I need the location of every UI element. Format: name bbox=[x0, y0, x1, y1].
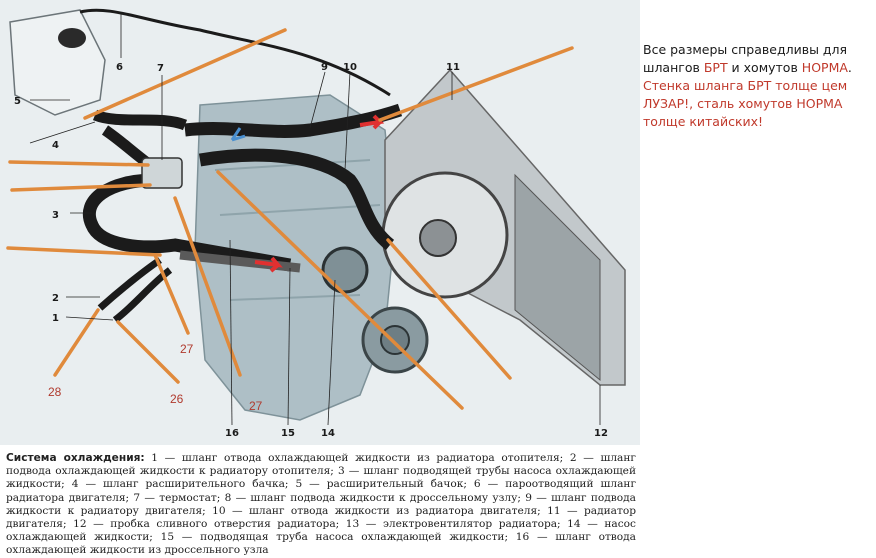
callout-3: 3 bbox=[52, 210, 59, 221]
orange-line-a bbox=[83, 28, 287, 120]
callout-15: 15 bbox=[281, 428, 295, 439]
note-end1: . bbox=[847, 60, 852, 75]
leader-14 bbox=[327, 279, 336, 426]
annotation-27-right: 27 bbox=[249, 399, 263, 413]
note-brand-norma: НОРМА bbox=[801, 60, 848, 75]
orange-line-k bbox=[386, 238, 512, 380]
radiator-core bbox=[514, 173, 601, 382]
flow-arrow-throttle bbox=[230, 127, 246, 142]
leader-9 bbox=[309, 71, 326, 129]
figure-caption: Система охлаждения: 1 — шланг отвода охл… bbox=[6, 452, 636, 558]
orange-line-h bbox=[53, 308, 100, 377]
flow-arrow-9 bbox=[359, 114, 385, 130]
leader-1 bbox=[65, 316, 114, 321]
hose-10 bbox=[198, 148, 395, 251]
hose-4 bbox=[92, 109, 188, 131]
hose-9 bbox=[184, 103, 403, 138]
annotation-28: 28 bbox=[48, 385, 62, 399]
callout-2: 2 bbox=[52, 293, 59, 304]
pump-pulley bbox=[321, 246, 369, 294]
callout-1: 1 bbox=[52, 313, 59, 324]
orange-line-b bbox=[378, 46, 574, 122]
callout-11: 11 bbox=[446, 62, 460, 73]
callout-leaders bbox=[29, 14, 601, 426]
note-brand-brt: БРТ bbox=[703, 60, 728, 75]
hose-6 bbox=[79, 8, 391, 97]
orange-line-f bbox=[153, 253, 190, 335]
orange-line-j bbox=[216, 170, 464, 410]
annotation-27-left: 27 bbox=[180, 342, 194, 356]
callout-16: 16 bbox=[225, 428, 239, 439]
cooling-system-figure: 5 4 3 2 1 6 7 9 10 11 12 14 15 16 28 26 … bbox=[0, 0, 640, 445]
callout-7: 7 bbox=[157, 63, 164, 74]
fan-hub bbox=[419, 219, 457, 257]
flow-arrow-15 bbox=[254, 256, 283, 273]
annotation-lines bbox=[6, 28, 574, 410]
leader-15 bbox=[287, 267, 291, 426]
orange-line-g bbox=[173, 196, 242, 377]
callout-10: 10 bbox=[343, 62, 357, 73]
leader-4 bbox=[29, 121, 96, 144]
leader-10 bbox=[344, 71, 351, 171]
callout-9: 9 bbox=[321, 62, 328, 73]
note-mid1: и хомутов bbox=[727, 60, 802, 75]
callout-14: 14 bbox=[321, 428, 335, 439]
callout-5: 5 bbox=[14, 96, 21, 107]
orange-line-i bbox=[116, 320, 180, 384]
callout-4: 4 bbox=[52, 140, 59, 151]
engine-detail bbox=[214, 159, 381, 301]
hose-2 bbox=[97, 257, 162, 311]
side-note: Все размеры справедливы для шлангов БРТ … bbox=[643, 41, 873, 131]
hose-1 bbox=[112, 267, 173, 323]
leader-16 bbox=[229, 239, 233, 426]
note-line1: Все размеры справедливы для шлангов bbox=[643, 42, 848, 75]
orange-line-e bbox=[6, 246, 162, 257]
orange-line-c bbox=[8, 160, 150, 167]
crankshaft-pulley-hub bbox=[380, 325, 410, 355]
callout-12: 12 bbox=[594, 428, 608, 439]
cooling-system-diagram: 5 4 3 2 1 6 7 9 10 11 12 14 15 16 28 26 … bbox=[6, 8, 626, 439]
annotation-26: 26 bbox=[170, 392, 184, 406]
note-red-text: Стенка шланга БРТ толще цем ЛУЗАР!, стал… bbox=[643, 78, 848, 129]
caption-title: Система охлаждения: bbox=[6, 452, 145, 464]
callout-6: 6 bbox=[116, 62, 123, 73]
caption-body: 1 — шланг отвода охлаждающей жидкости из… bbox=[6, 452, 636, 557]
expansion-tank bbox=[9, 9, 106, 116]
expansion-tank-cap bbox=[58, 28, 86, 48]
orange-line-d bbox=[10, 183, 152, 192]
